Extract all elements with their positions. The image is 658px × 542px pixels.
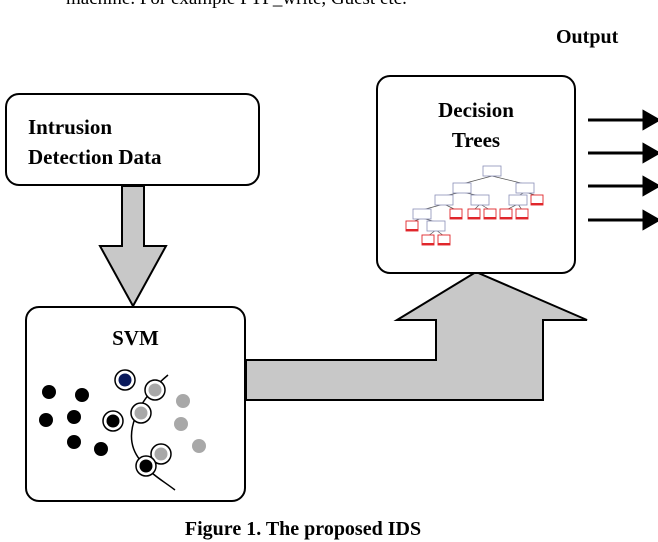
output-arrows [588, 109, 658, 231]
intrusion-data-line1: Intrusion [28, 115, 113, 139]
decision-trees-line1: Decision [438, 98, 514, 122]
decision-trees-line2: Trees [451, 128, 501, 152]
figure-caption: Figure 1. The proposed IDS [184, 518, 422, 540]
svm-class-b-points [174, 394, 206, 453]
svm-class-a-points [39, 385, 108, 456]
intrusion-data-box [5, 93, 260, 186]
header-text-fragment: machine. For example FTP_write, Guest et… [66, 0, 407, 10]
decision-trees-label: Decision Trees [376, 95, 576, 155]
output-label: Output [556, 26, 619, 48]
svm-label: SVM [112, 326, 159, 350]
down-arrow [98, 185, 168, 309]
decision-trees-box [376, 75, 576, 274]
intrusion-data-label: Intrusion Detection Data [28, 112, 162, 172]
svm-support-vectors [102, 369, 172, 477]
intrusion-data-line2: Detection Data [28, 145, 162, 169]
up-right-arrow [245, 270, 588, 401]
